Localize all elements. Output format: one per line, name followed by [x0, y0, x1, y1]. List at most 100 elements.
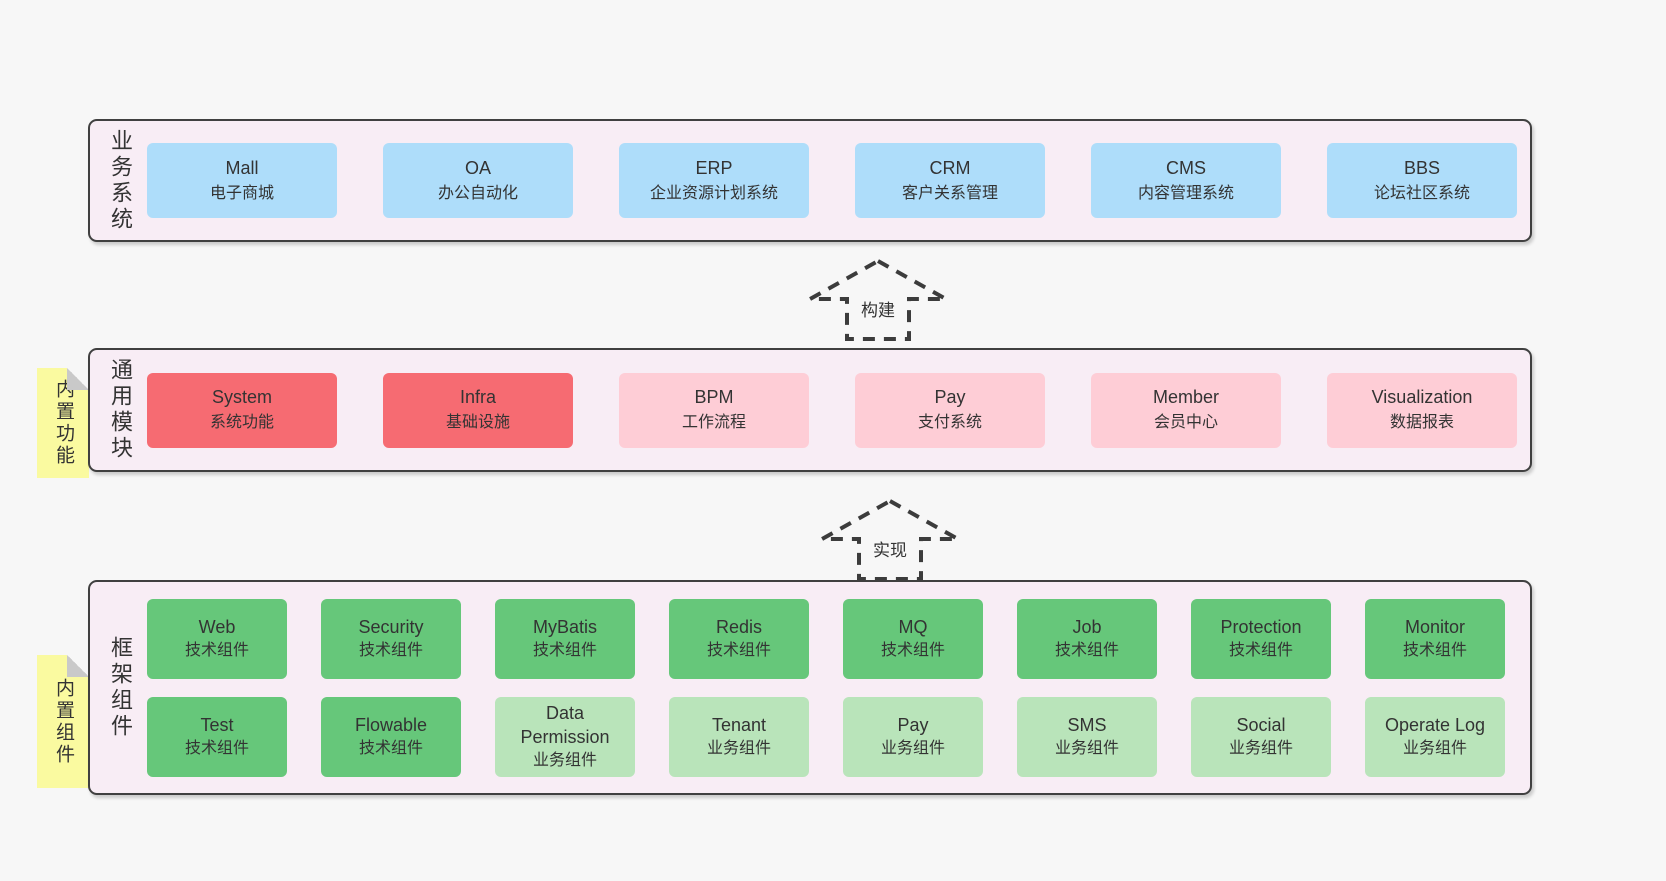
box-subtitle: 客户关系管理: [901, 184, 998, 202]
box-subtitle: 基础设施: [445, 414, 510, 431]
box-subtitle: 会员中心: [1153, 414, 1218, 431]
box-title: Operate Log: [1384, 714, 1486, 735]
box-title: Visualization: [1371, 387, 1473, 407]
box-pay-component: Pay 业务组件: [843, 696, 983, 777]
arrow-label: 构建: [858, 295, 898, 322]
box-title: Mall: [225, 157, 259, 178]
box-job: Job 技术组件: [1017, 598, 1157, 679]
box-title: Pay: [934, 387, 966, 407]
band-side-label: 框架组件: [108, 635, 133, 740]
folded-corner-icon: [67, 655, 89, 677]
box-subtitle: 电子商城: [209, 184, 274, 202]
box-subtitle: 论坛社区系统: [1373, 184, 1470, 202]
band-side-label: 通用模块: [108, 358, 133, 462]
box-flowable: Flowable 技术组件: [321, 696, 461, 777]
box-data-permission: Data Permission 业务组件: [495, 696, 635, 777]
box-mall: Mall 电子商城: [147, 143, 337, 218]
box-subtitle: 技术组件: [358, 641, 423, 659]
business-systems-band: 业务系统 Mall 电子商城 OA 办公自动化 ERP 企业资源计划系统 CRM…: [88, 119, 1532, 242]
box-title: Tenant: [711, 714, 767, 735]
box-cms: CMS 内容管理系统: [1091, 143, 1281, 218]
box-subtitle: 数据报表: [1389, 414, 1454, 431]
box-monitor: Monitor 技术组件: [1365, 598, 1505, 679]
box-subtitle: 业务组件: [532, 751, 597, 769]
box-subtitle: 业务组件: [880, 739, 945, 757]
box-member: Member 会员中心: [1091, 372, 1281, 448]
box-mybatis: MyBatis 技术组件: [495, 598, 635, 679]
box-bpm: BPM 工作流程: [619, 372, 809, 448]
band-side-label: 业务系统: [108, 128, 133, 233]
box-subtitle: 技术组件: [1402, 641, 1467, 659]
arrow-label: 实现: [870, 535, 910, 562]
components-row-1: Web 技术组件 Security 技术组件 MyBatis 技术组件 Redi…: [147, 598, 1505, 679]
box-title: Web: [198, 616, 236, 637]
box-subtitle: 技术组件: [184, 739, 249, 757]
box-title: Test: [200, 714, 234, 735]
box-subtitle: 企业资源计划系统: [649, 184, 778, 202]
box-subtitle: 业务组件: [1402, 739, 1467, 757]
modules-boxes-row: System 系统功能 Infra 基础设施 BPM 工作流程 Pay 支付系统…: [147, 350, 1517, 470]
box-test: Test 技术组件: [147, 696, 287, 777]
box-title: Protection: [1220, 616, 1302, 637]
box-title: Monitor: [1404, 616, 1466, 637]
up-arrow-icon: [818, 498, 962, 581]
box-title: MQ: [898, 616, 928, 637]
box-social: Social 业务组件: [1191, 696, 1331, 777]
business-boxes-row: Mall 电子商城 OA 办公自动化 ERP 企业资源计划系统 CRM 客户关系…: [147, 121, 1517, 240]
box-title: CMS: [1166, 157, 1206, 178]
components-rows: Web 技术组件 Security 技术组件 MyBatis 技术组件 Redi…: [147, 582, 1505, 793]
box-subtitle: 技术组件: [1228, 641, 1293, 659]
box-subtitle: 系统功能: [209, 414, 274, 431]
box-subtitle: 内容管理系统: [1137, 184, 1234, 202]
box-title: Infra: [459, 387, 497, 407]
box-subtitle: 技术组件: [532, 641, 597, 659]
components-row-2: Test 技术组件 Flowable 技术组件 Data Permission …: [147, 696, 1505, 777]
box-title: CRM: [929, 157, 971, 178]
framework-components-band: 框架组件 Web 技术组件 Security 技术组件 MyBatis 技术组件…: [88, 580, 1532, 795]
box-title: System: [211, 387, 272, 407]
box-title: Data Permission: [520, 702, 610, 747]
box-tenant: Tenant 业务组件: [669, 696, 809, 777]
box-subtitle: 技术组件: [1054, 641, 1119, 659]
box-title: BPM: [694, 387, 734, 407]
box-title: SMS: [1067, 714, 1107, 735]
box-title: Redis: [715, 616, 763, 637]
box-system: System 系统功能: [147, 372, 337, 448]
box-subtitle: 技术组件: [358, 739, 423, 757]
sticky-note-built-in-components: 内置组件: [37, 655, 89, 788]
box-title: Security: [358, 616, 424, 637]
box-subtitle: 办公自动化: [437, 184, 518, 202]
box-title: Member: [1152, 387, 1219, 407]
box-visualization: Visualization 数据报表: [1327, 372, 1517, 448]
sticky-note-text: 内置组件: [53, 677, 74, 766]
implement-arrow: 实现: [818, 498, 962, 582]
box-oa: OA 办公自动化: [383, 143, 573, 218]
box-subtitle: 技术组件: [706, 641, 771, 659]
box-title: BBS: [1403, 157, 1441, 178]
sticky-note-built-in-features: 内置功能: [37, 368, 89, 478]
box-subtitle: 支付系统: [917, 414, 982, 431]
box-subtitle: 业务组件: [1054, 739, 1119, 757]
box-subtitle: 技术组件: [880, 641, 945, 659]
box-title: OA: [464, 157, 491, 178]
box-operate-log: Operate Log 业务组件: [1365, 696, 1505, 777]
box-subtitle: 业务组件: [1228, 739, 1293, 757]
box-title: ERP: [695, 157, 733, 178]
folded-corner-icon: [67, 368, 89, 390]
box-subtitle: 技术组件: [184, 641, 249, 659]
box-protection: Protection 技术组件: [1191, 598, 1331, 679]
box-title: Job: [1072, 616, 1102, 637]
box-crm: CRM 客户关系管理: [855, 143, 1045, 218]
box-title: Flowable: [354, 714, 428, 735]
box-erp: ERP 企业资源计划系统: [619, 143, 809, 218]
box-web: Web 技术组件: [147, 598, 287, 679]
box-mq: MQ 技术组件: [843, 598, 983, 679]
box-security: Security 技术组件: [321, 598, 461, 679]
up-arrow-icon: [806, 258, 950, 341]
build-arrow: 构建: [806, 258, 950, 342]
box-infra: Infra 基础设施: [383, 372, 573, 448]
box-redis: Redis 技术组件: [669, 598, 809, 679]
common-modules-band: 通用模块 System 系统功能 Infra 基础设施 BPM 工作流程 Pay…: [88, 348, 1532, 472]
box-title: Social: [1236, 714, 1286, 735]
box-title: MyBatis: [532, 616, 597, 637]
